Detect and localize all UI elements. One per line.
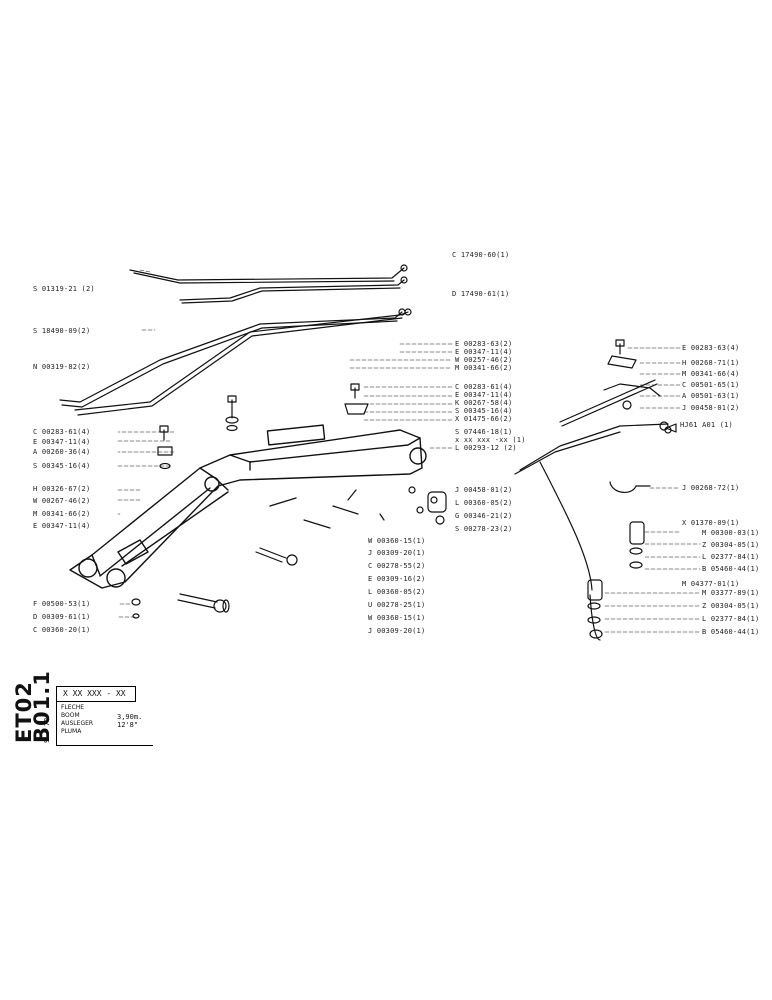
boom-length: 3,90m. 12'8" <box>117 713 143 729</box>
callout: C 17490-60(1) <box>452 251 510 259</box>
callout: E 00283-63(4) <box>682 344 740 352</box>
sheet-date: 9 . 72 <box>43 717 51 743</box>
assembly-ref-box: X XX XXX - XX <box>56 686 136 702</box>
callout: Z 00304-05(1) <box>702 541 760 549</box>
leader-lines <box>117 269 701 633</box>
callout: J 00309-20(1) <box>368 549 426 557</box>
callout: S 00345-16(4) <box>33 462 91 470</box>
callout: C 00283-61(4) <box>455 383 513 391</box>
callout: D 17490-61(1) <box>452 290 510 298</box>
sheet-code-vertical: ET02 B01.1 9 . 72 <box>10 655 54 745</box>
boom-body <box>69 424 427 589</box>
callout: D 00309-61(1) <box>33 613 91 621</box>
callout: W 00360-15(1) <box>368 537 426 545</box>
title-block: FLECHE BOOM AUSLEGER PLUMA 3,90m. 12'8" <box>56 701 153 746</box>
callout: U 00278-25(1) <box>368 601 426 609</box>
callout: S 07446-18(1) <box>455 428 513 436</box>
callout: E 00283-63(2) <box>455 340 513 348</box>
callout: C 00278-55(2) <box>368 562 426 570</box>
callout: J 00268-72(1) <box>682 484 740 492</box>
callout: S 01319-21 (2) <box>33 285 95 293</box>
callout: S 00345-16(4) <box>455 407 513 415</box>
callout: B 05460-44(1) <box>702 628 760 636</box>
callout: A 00501-63(1) <box>682 392 740 400</box>
cylinder-assembly <box>514 339 677 641</box>
callout: C 00283-61(4) <box>33 428 91 436</box>
callout: M 00300-03(1) <box>702 529 760 537</box>
assembly-ref: X XX XXX - XX <box>63 689 126 698</box>
callout: E 00309-16(2) <box>368 575 426 583</box>
callout: E 00347-11(4) <box>33 438 91 446</box>
callout: L 02377-84(1) <box>702 615 760 623</box>
callout: A 00260-36(4) <box>33 448 91 456</box>
callout: B 05460-44(1) <box>702 565 760 573</box>
callout: G 00346-21(2) <box>455 512 513 520</box>
pins-small-parts <box>131 383 447 619</box>
callout: M 00341-66(4) <box>682 370 740 378</box>
title-en: BOOM <box>61 712 80 719</box>
callout: M 04377-01(1) <box>682 580 740 588</box>
callout: X 01370-09(1) <box>682 519 740 527</box>
callout: M 00341-66(2) <box>33 510 91 518</box>
title-fr: FLECHE <box>61 704 85 711</box>
callout: L 00360-05(2) <box>368 588 426 596</box>
callout: H 00268-71(1) <box>682 359 740 367</box>
callout: X 01475-66(2) <box>455 415 513 423</box>
callout: M 03377-89(1) <box>702 589 760 597</box>
callout: K 00267-58(4) <box>455 399 513 407</box>
callout: S 18490-09(2) <box>33 327 91 335</box>
callout: H 00326-67(2) <box>33 485 91 493</box>
callout: C 00360-20(1) <box>33 626 91 634</box>
callout: L 00293-12 (2) <box>455 444 517 452</box>
callout: J 00309-20(1) <box>368 627 426 635</box>
title-de: AUSLEGER <box>61 720 94 727</box>
callout: E 00347-11(4) <box>455 391 513 399</box>
callout: J 00458-01(2) <box>455 486 513 494</box>
callout: F 00500-53(1) <box>33 600 91 608</box>
callout: E 00347-11(4) <box>455 348 513 356</box>
callout: S 00278-23(2) <box>455 525 513 533</box>
callout: E 00347-11(4) <box>33 522 91 530</box>
callout: N 00319-82(2) <box>33 363 91 371</box>
callout: M 00341-66(2) <box>455 364 513 372</box>
callout: W 00267-46(2) <box>33 497 91 505</box>
callout: W 00257-46(2) <box>455 356 513 364</box>
callout: W 00360-15(1) <box>368 614 426 622</box>
callout: x xx xxx -xx (1) <box>455 436 526 444</box>
hydraulic-hoses <box>59 264 412 416</box>
callout: J 00458-01(2) <box>682 404 740 412</box>
callout: HJ61 A01 (1) <box>680 421 733 429</box>
callout: L 00360-05(2) <box>455 499 513 507</box>
title-es: PLUMA <box>61 728 82 735</box>
callout: Z 00304-05(1) <box>702 602 760 610</box>
callout: C 00501-65(1) <box>682 381 740 389</box>
callout: L 02377-84(1) <box>702 553 760 561</box>
